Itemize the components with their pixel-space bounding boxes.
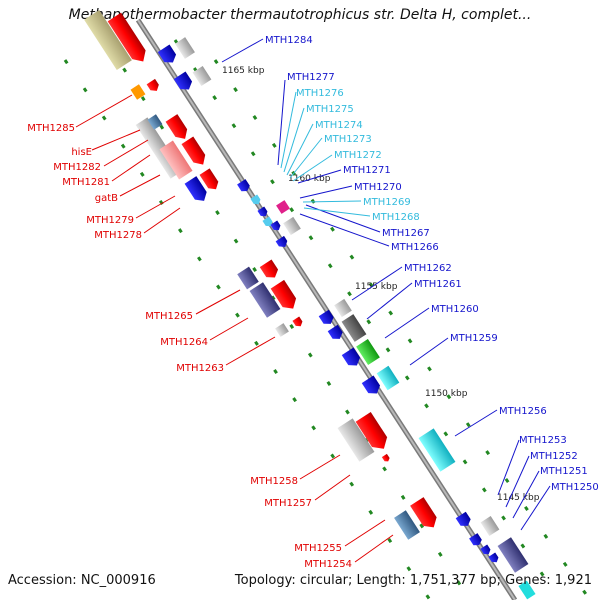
- gene-label-mth1276[interactable]: MTH1276: [296, 88, 344, 99]
- genome-title: Methanothermobacter thermautotrophicus s…: [68, 7, 532, 23]
- gene-label-mth1261[interactable]: MTH1261: [414, 279, 462, 290]
- ruler-label: 1160 kbp: [288, 174, 331, 184]
- gene-label-mth1259[interactable]: MTH1259: [450, 333, 498, 344]
- gene-label-mth1250[interactable]: MTH1250: [551, 482, 599, 493]
- gene-label-mth1254[interactable]: MTH1254: [304, 559, 352, 570]
- gene-label-mth1284[interactable]: MTH1284: [265, 35, 313, 46]
- gene-label-mth1272[interactable]: MTH1272: [334, 150, 382, 161]
- gene-label-mth1267[interactable]: MTH1267: [382, 228, 430, 239]
- gene-label-mth1273[interactable]: MTH1273: [324, 134, 372, 145]
- gene-label-mth1257[interactable]: MTH1257: [264, 498, 312, 509]
- gene-label-mth1270[interactable]: MTH1270: [354, 182, 402, 193]
- gene-label-gatb[interactable]: gatB: [95, 193, 118, 204]
- gene-label-mth1274[interactable]: MTH1274: [315, 120, 363, 131]
- ruler-label: 1165 kbp: [222, 66, 265, 76]
- gene-label-mth1262[interactable]: MTH1262: [404, 263, 452, 274]
- gene-label-mth1255[interactable]: MTH1255: [294, 543, 342, 554]
- gene-label-mth1251[interactable]: MTH1251: [540, 466, 588, 477]
- gene-label-mth1282[interactable]: MTH1282: [53, 162, 101, 173]
- gene-label-mth1264[interactable]: MTH1264: [160, 337, 208, 348]
- gene-label-mth1260[interactable]: MTH1260: [431, 304, 479, 315]
- ruler-label: 1155 kbp: [355, 282, 398, 292]
- gene-label-mth1268[interactable]: MTH1268: [372, 212, 420, 223]
- topology-label: Topology: circular; Length: 1,751,377 bp…: [234, 573, 592, 588]
- gene-label-mth1266[interactable]: MTH1266: [391, 242, 439, 253]
- gene-label-mth1277[interactable]: MTH1277: [287, 72, 335, 83]
- accession-label: Accession: NC_000916: [8, 573, 156, 588]
- scale-tracks: [63, 39, 592, 600]
- gene-label-mth1253[interactable]: MTH1253: [519, 435, 567, 446]
- gene-label-mth1252[interactable]: MTH1252: [530, 451, 578, 462]
- gene-label-mth1265[interactable]: MTH1265: [145, 311, 193, 322]
- ruler-label: 1150 kbp: [425, 389, 468, 399]
- gene-label-mth1278[interactable]: MTH1278: [94, 230, 142, 241]
- gene-label-mth1275[interactable]: MTH1275: [306, 104, 354, 115]
- gene-label-mth1258[interactable]: MTH1258: [250, 476, 298, 487]
- gene-label-hise[interactable]: hisE: [71, 147, 92, 158]
- gene-label-mth1263[interactable]: MTH1263: [176, 363, 224, 374]
- gene-label-mth1279[interactable]: MTH1279: [86, 215, 134, 226]
- ruler-label: 1145 kbp: [497, 493, 540, 503]
- gene-glyphs: [84, 9, 536, 600]
- gene-label-mth1269[interactable]: MTH1269: [363, 197, 411, 208]
- gene-label-mth1281[interactable]: MTH1281: [62, 177, 110, 188]
- gene-label-mth1285[interactable]: MTH1285: [27, 123, 75, 134]
- gene-label-mth1256[interactable]: MTH1256: [499, 406, 547, 417]
- gene-label-mth1271[interactable]: MTH1271: [343, 165, 391, 176]
